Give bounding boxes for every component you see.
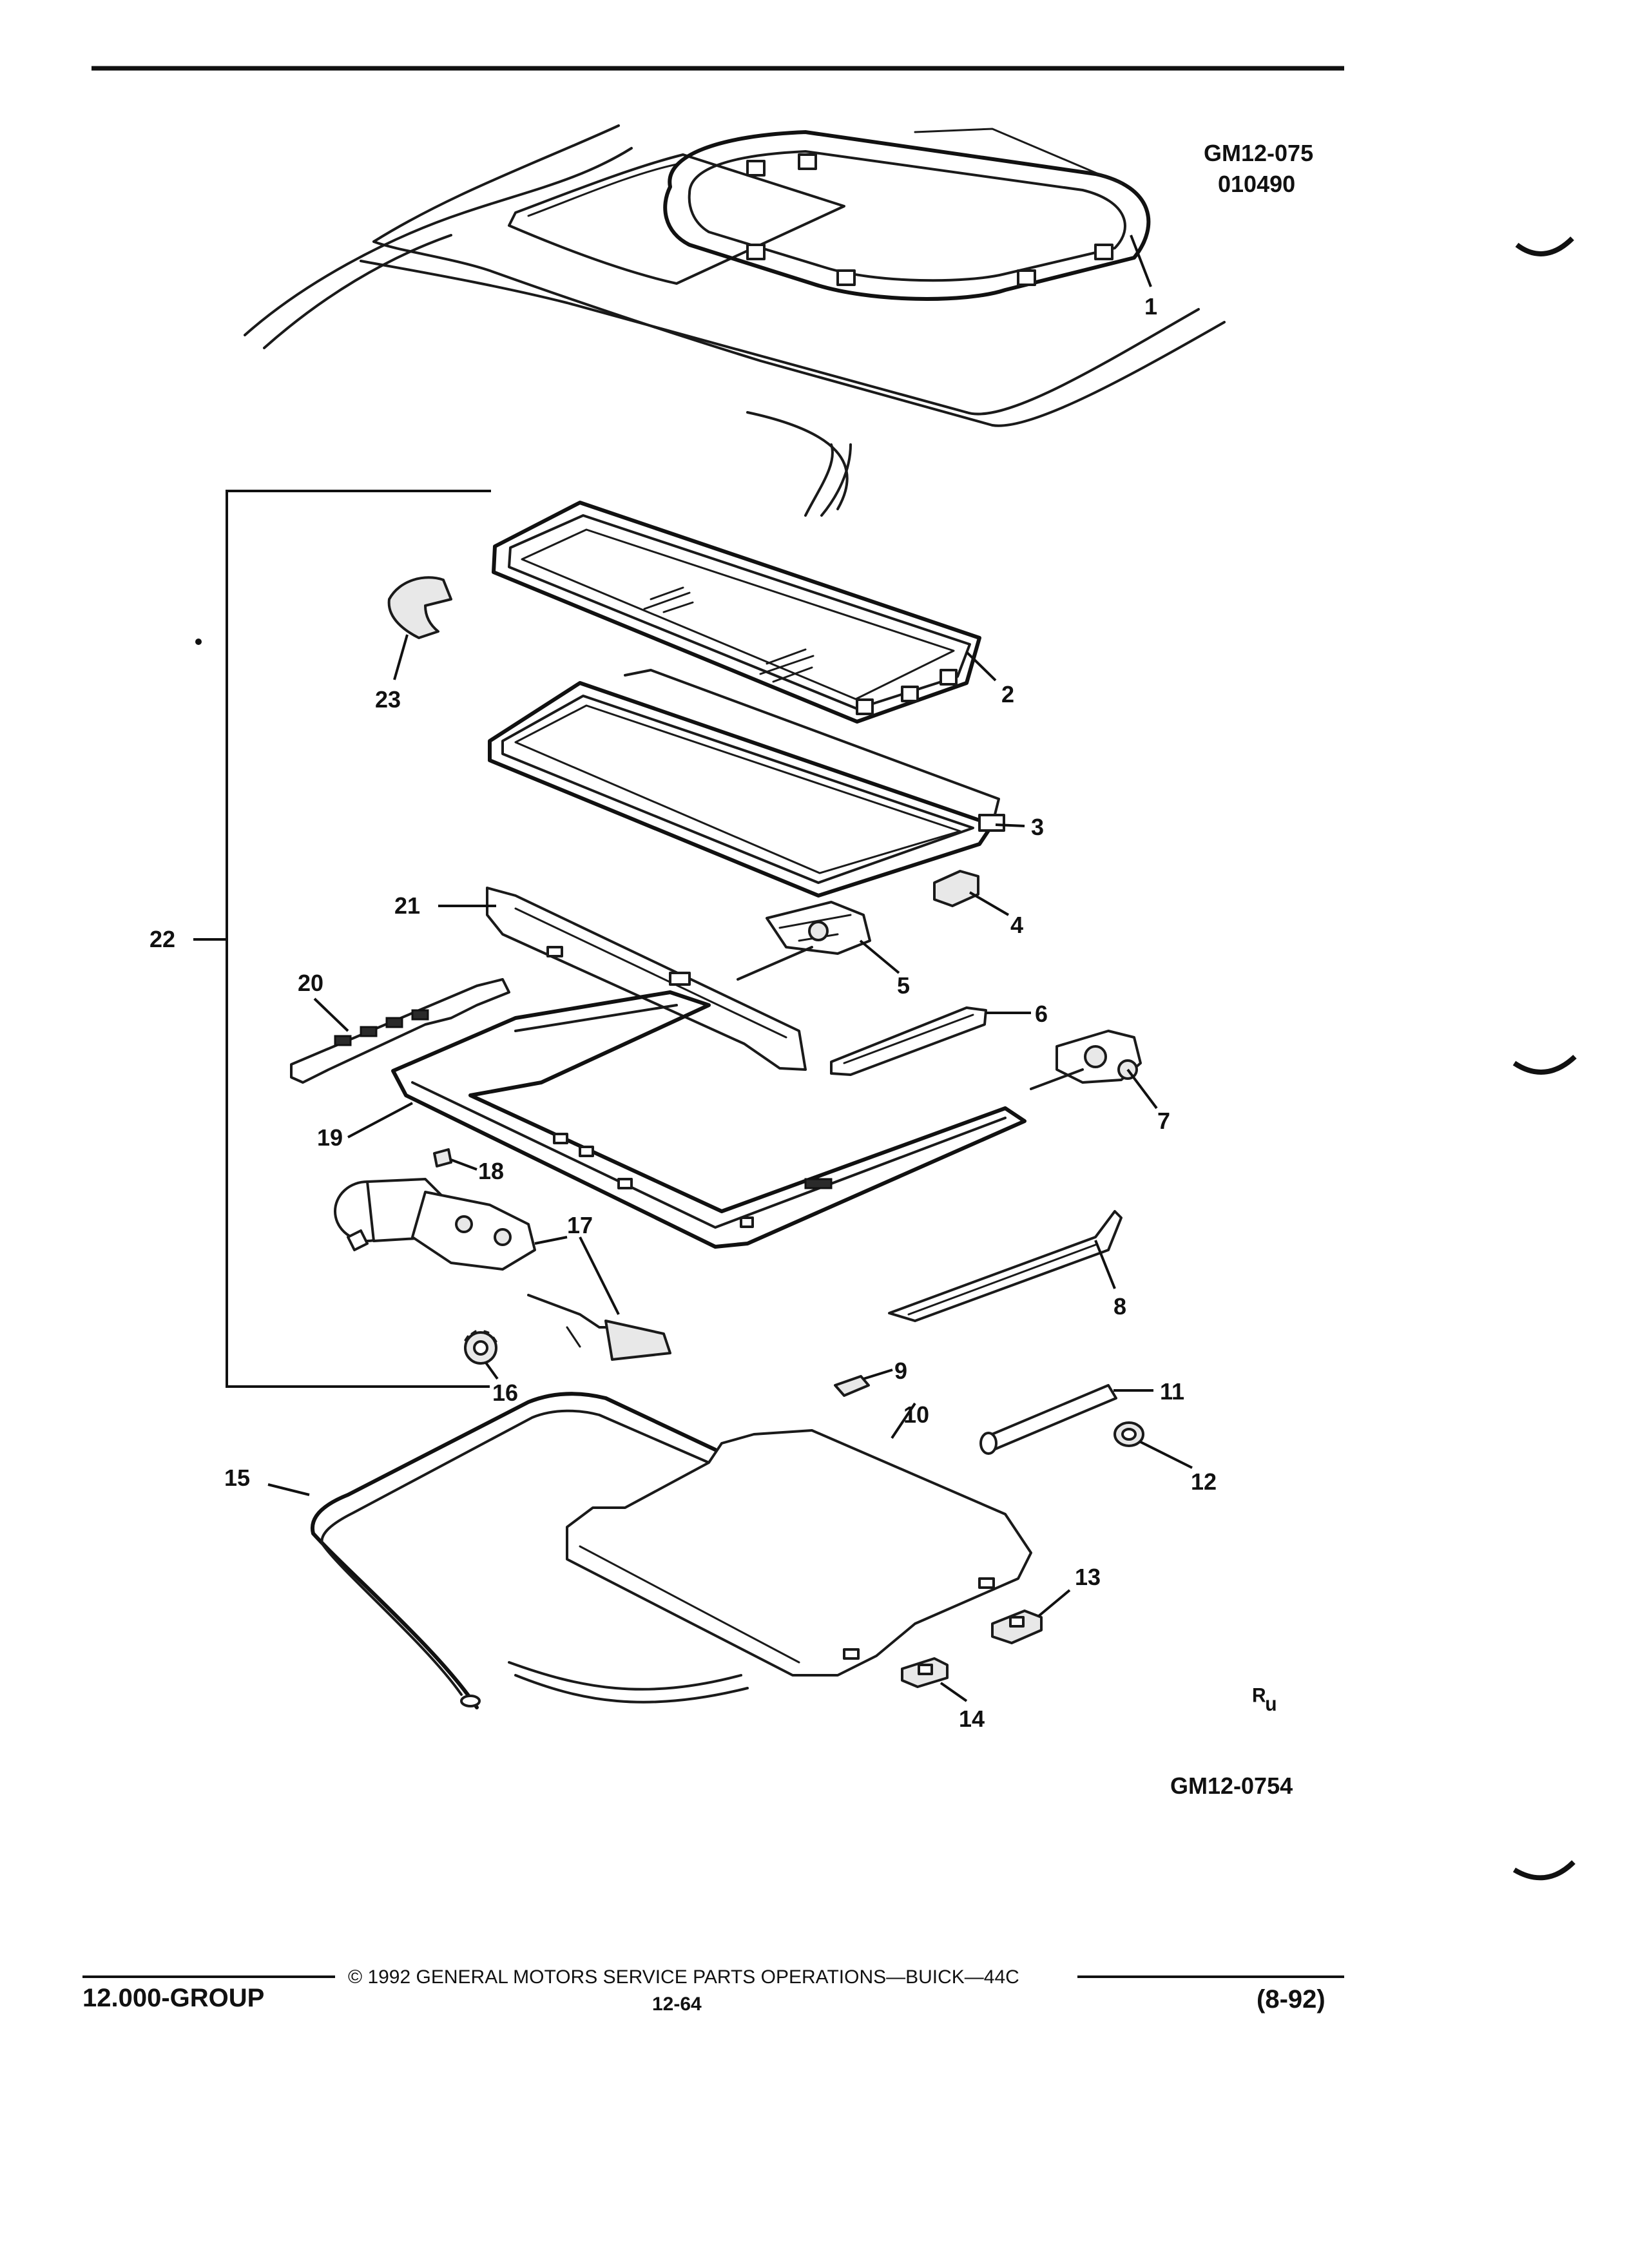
binding-hook-2 [1512,1055,1577,1075]
callout-16: 16 [492,1379,518,1406]
header-code-1: GM12-075 [1204,140,1313,166]
footer-page-number: 12-64 [652,1994,702,2015]
part-20-left-rail [290,978,510,1084]
part-1-frame [663,128,1151,301]
callout-21: 21 [394,892,420,919]
callout-7: 7 [1157,1108,1170,1134]
callout-14: 14 [959,1706,985,1732]
callout-10: 10 [903,1401,929,1428]
part-19-housing [391,990,1027,1249]
part-21-front-rail [486,887,807,1071]
callout-23: 23 [375,686,401,713]
figure-code: GM12-0754 [1170,1773,1293,1799]
callout-17: 17 [567,1212,593,1238]
binding-hook-1 [1515,236,1574,256]
callout-8: 8 [1113,1293,1126,1320]
publisher-mark: ᴿᵤ [1253,1684,1276,1715]
part-14-clip [901,1657,949,1688]
callout-6: 6 [1035,1001,1048,1027]
callout-3: 3 [1031,814,1044,840]
part-2-glass-panel [492,501,981,724]
callout-20: 20 [298,970,323,996]
callout-1: 1 [1144,293,1157,320]
footer-group: 12.000-GROUP [82,1984,264,2012]
header-code-2: 010490 [1218,171,1295,197]
callout-22: 22 [149,926,175,952]
callout-5: 5 [897,972,910,999]
binding-hook-3 [1512,1860,1576,1881]
part-17-motor [334,1178,671,1361]
part-4-bracket [933,870,979,907]
part-12-grommet [1113,1421,1144,1447]
callout-13: 13 [1075,1564,1101,1590]
roof-panel [244,124,1226,517]
callout-18: 18 [478,1158,504,1184]
part-13-clip [991,1610,1043,1644]
callout-4: 4 [1010,912,1023,938]
callout-11: 11 [1160,1378,1184,1405]
part-6-guide [830,1006,987,1076]
callout-19: 19 [317,1124,343,1151]
part-16-gear [464,1330,497,1365]
part-23-clip [387,576,452,639]
part-11-tube [979,1384,1117,1455]
part-7-mechanism [1030,1030,1142,1090]
part-9-clip [834,1375,870,1397]
callout-12: 12 [1191,1468,1217,1495]
part-5-lifter [737,901,871,981]
callout-9: 9 [894,1358,907,1384]
part-10-panel [566,1429,1032,1677]
footer-date: (8-92) [1257,1985,1325,2013]
part-18-cap [433,1148,452,1168]
part-15-weatherstrip [310,1392,749,1709]
callout-2: 2 [1001,681,1014,707]
part-8-right-rail [888,1210,1123,1322]
part-3-sunshade [488,669,1005,898]
callout-15: 15 [224,1465,250,1491]
footer-copyright: © 1992 GENERAL MOTORS SERVICE PARTS OPER… [348,1966,1019,1988]
